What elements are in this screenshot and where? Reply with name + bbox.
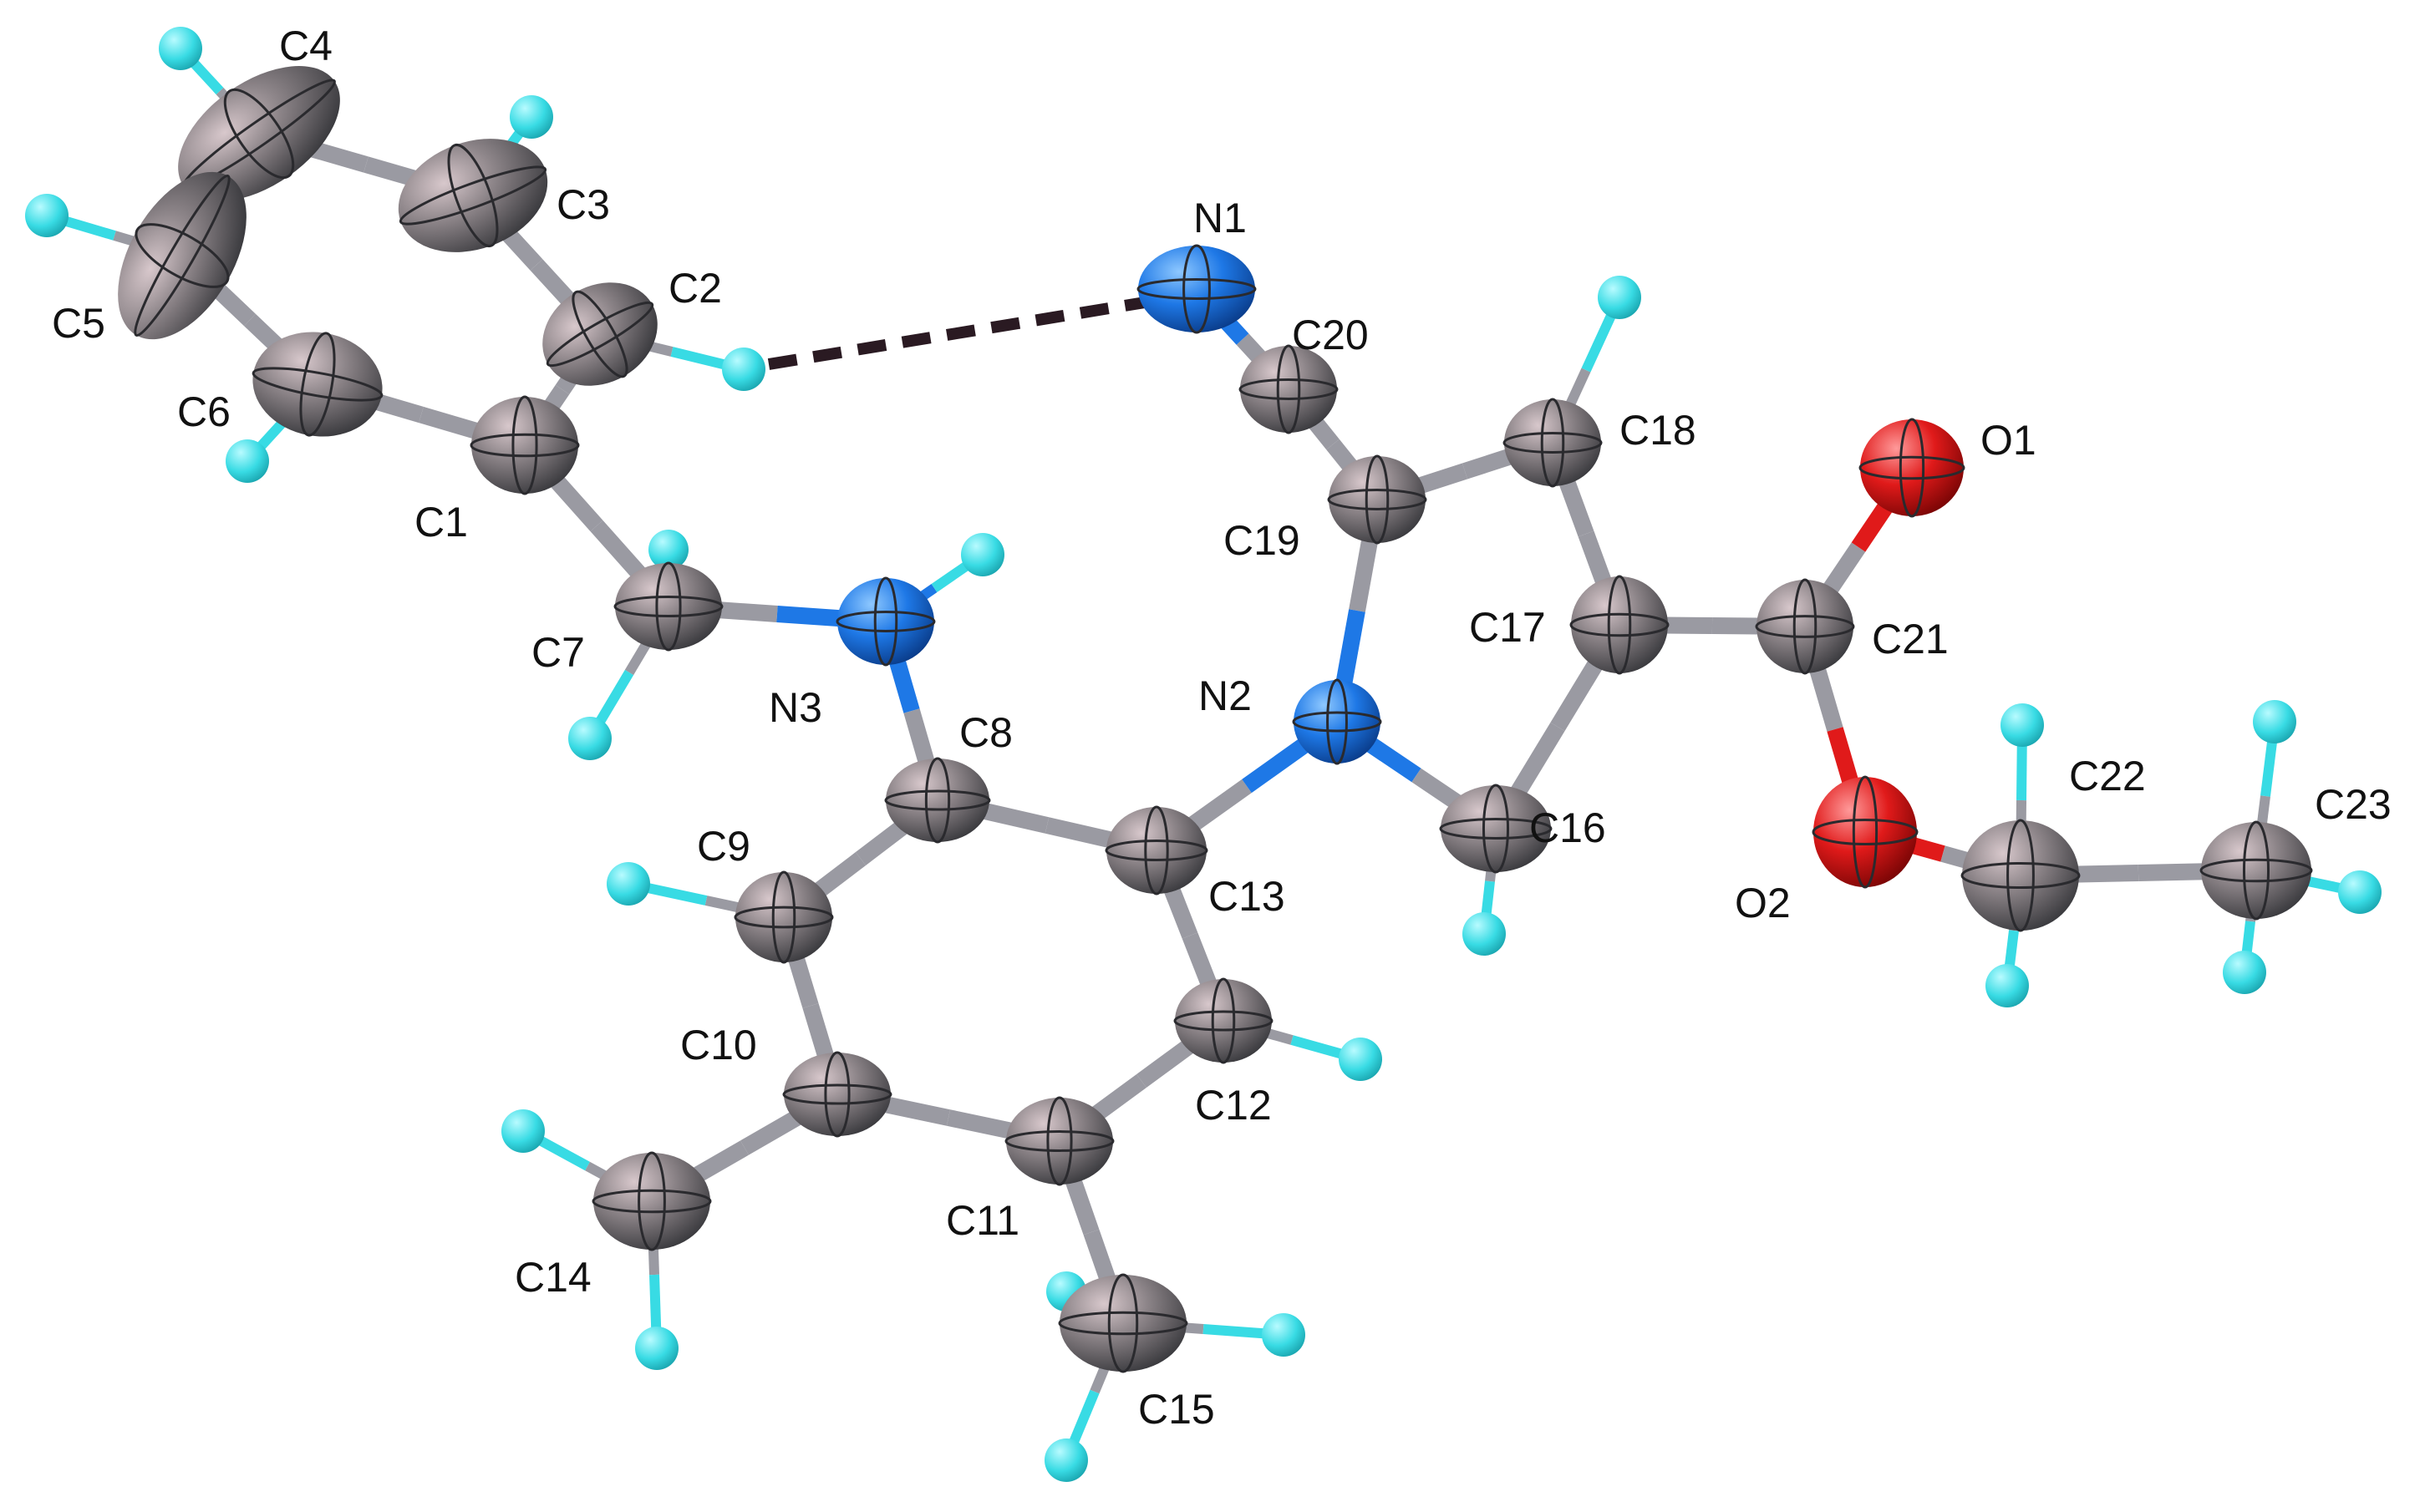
atom-C9 — [734, 870, 834, 964]
atom-H14A — [501, 1109, 545, 1153]
atom-label-C23: C23 — [2315, 781, 2392, 828]
atom-C5 — [118, 171, 247, 340]
atom-N1 — [1136, 244, 1257, 334]
atom-C20 — [1238, 344, 1339, 434]
atom-label-C5: C5 — [52, 300, 105, 347]
atom-H22A — [2000, 703, 2044, 747]
atom-label-C3: C3 — [557, 181, 610, 228]
atom-C6 — [252, 332, 384, 437]
atom-label-N1: N1 — [1193, 195, 1247, 241]
atom-label-C11: C11 — [946, 1197, 1019, 1244]
hydrogen-bond-layer — [767, 297, 1146, 370]
atom-C17 — [1569, 575, 1670, 675]
atom-label-C10: C10 — [680, 1022, 757, 1068]
atom-C21 — [1755, 578, 1855, 675]
atom-H2 — [722, 348, 765, 391]
atom-C4 — [178, 66, 340, 201]
atom-C14 — [592, 1151, 712, 1251]
atom-C10 — [782, 1051, 892, 1138]
atom-label-C18: C18 — [1619, 407, 1696, 454]
atom-label-O1: O1 — [1980, 417, 2036, 464]
hydrogen-bond-H2-N1 — [767, 297, 1146, 370]
atom-H23B — [2338, 870, 2382, 914]
atom-H14B — [635, 1327, 679, 1370]
atom-C2 — [542, 282, 658, 386]
atom-H23C — [2223, 951, 2266, 994]
atom-H15C — [1045, 1438, 1088, 1482]
atom-O2 — [1812, 775, 1919, 889]
atoms-layer — [25, 27, 2382, 1482]
atom-label-N3: N3 — [769, 684, 822, 731]
atom-label-C21: C21 — [1872, 616, 1949, 662]
atom-H3 — [510, 95, 553, 139]
atom-N3 — [836, 576, 936, 667]
atom-label-C2: C2 — [669, 265, 722, 312]
atom-C16 — [1439, 784, 1553, 874]
atom-label-C8: C8 — [959, 709, 1013, 756]
atom-C22 — [1960, 819, 2081, 932]
atom-C18 — [1502, 398, 1603, 488]
atom-C23 — [2199, 820, 2313, 921]
atom-label-C17: C17 — [1469, 604, 1546, 651]
atom-H3N — [961, 533, 1004, 576]
atom-H5 — [25, 194, 69, 237]
atom-H16 — [1462, 912, 1506, 956]
atom-label-C19: C19 — [1223, 517, 1300, 564]
atom-C1 — [470, 395, 580, 495]
atom-C15 — [1058, 1273, 1188, 1373]
atom-H7B — [568, 717, 612, 760]
atom-label-C1: C1 — [414, 499, 468, 545]
atom-label-O2: O2 — [1735, 880, 1791, 926]
atom-C3 — [398, 139, 548, 252]
atom-H23A — [2253, 700, 2296, 743]
atom-H12 — [1339, 1038, 1382, 1081]
atom-label-C4: C4 — [279, 23, 333, 69]
atom-C11 — [1004, 1096, 1115, 1186]
atom-H9 — [607, 862, 650, 906]
atom-C19 — [1327, 454, 1427, 545]
atom-N2 — [1292, 678, 1382, 765]
atom-C12 — [1173, 977, 1274, 1064]
atom-label-C7: C7 — [531, 629, 585, 676]
atom-label-C6: C6 — [177, 388, 231, 435]
atom-H6 — [226, 439, 269, 483]
atom-label-C14: C14 — [515, 1254, 592, 1301]
atom-C13 — [1105, 805, 1208, 896]
atom-O1 — [1858, 418, 1965, 518]
atom-label-C20: C20 — [1292, 312, 1369, 358]
atom-label-C13: C13 — [1208, 873, 1285, 920]
atom-H7A — [648, 530, 689, 570]
atom-H22B — [1985, 964, 2029, 1007]
atom-H4 — [159, 27, 202, 70]
atom-label-C16: C16 — [1529, 804, 1606, 851]
atom-H15B — [1262, 1313, 1305, 1357]
atom-C7 — [613, 561, 724, 652]
atom-label-C9: C9 — [697, 823, 750, 870]
atom-H18 — [1598, 276, 1641, 319]
atom-label-C22: C22 — [2069, 753, 2146, 799]
atom-C8 — [884, 757, 991, 844]
atom-label-C12: C12 — [1195, 1082, 1272, 1129]
atom-label-C15: C15 — [1138, 1386, 1215, 1433]
atom-label-N2: N2 — [1198, 672, 1252, 719]
